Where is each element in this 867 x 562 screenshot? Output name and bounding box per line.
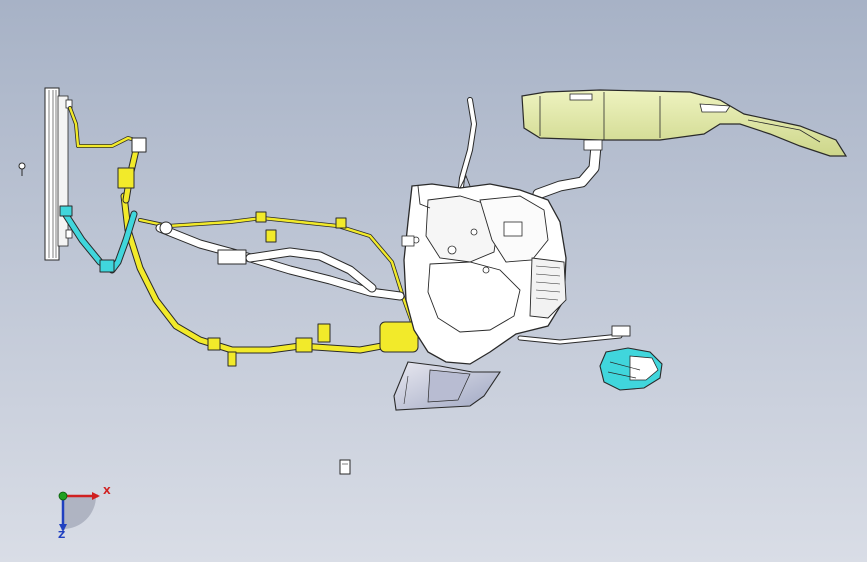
yellow-wiring-harness xyxy=(68,106,419,367)
small-clip-left xyxy=(18,162,26,176)
pale-yellow-duct xyxy=(521,89,848,157)
coordinate-triad-icon xyxy=(58,491,100,532)
cyan-pipe xyxy=(59,205,138,274)
condenser-radiator xyxy=(44,87,73,261)
cyan-blower-unit xyxy=(599,325,663,391)
axis-z-label: Z xyxy=(58,530,66,541)
small-clip-bottom xyxy=(339,459,351,475)
axis-x-label: X xyxy=(103,486,111,497)
hvac-module-assembly xyxy=(401,174,567,365)
white-hvac-pipes xyxy=(155,97,623,345)
lower-air-duct xyxy=(393,361,502,411)
